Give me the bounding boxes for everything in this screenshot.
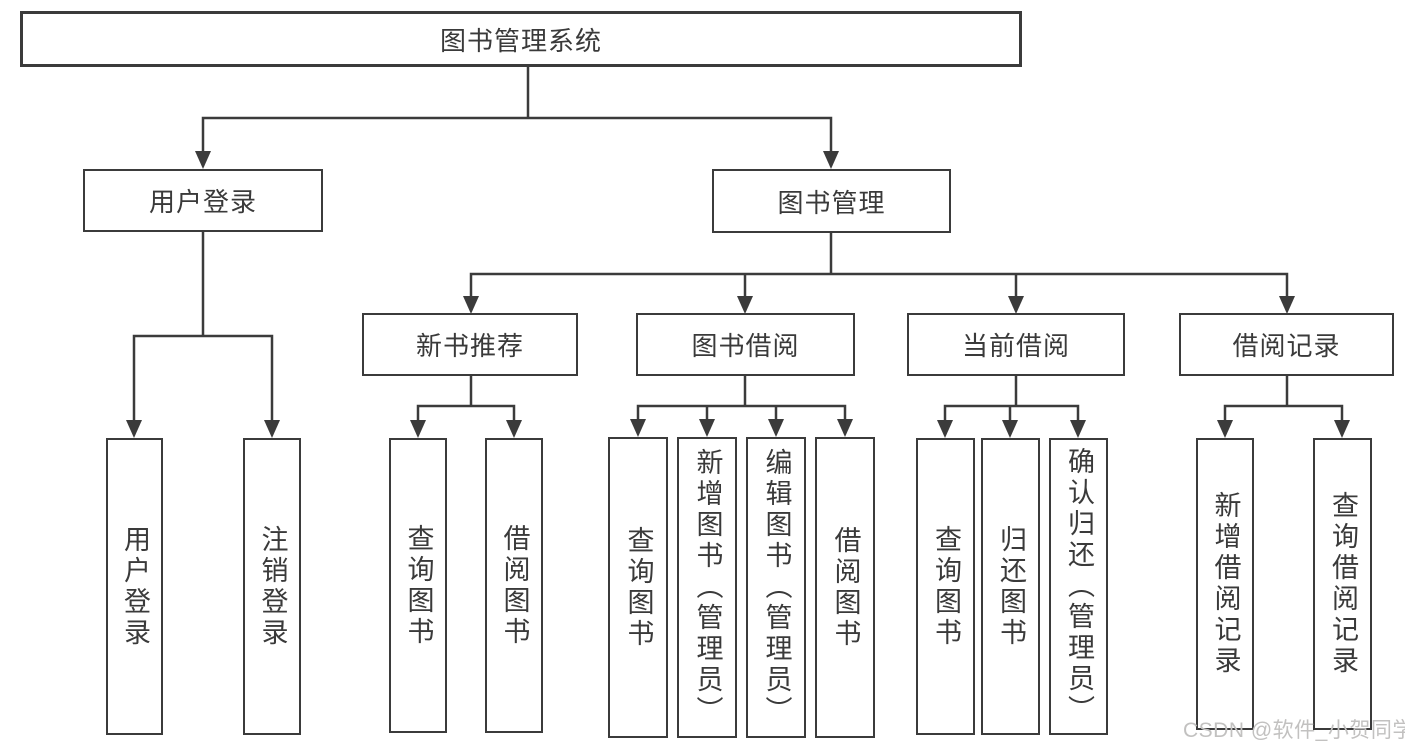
csdn-watermark: CSDN @软件_小贺同学 <box>1183 719 1405 742</box>
node-user-login-label: 用户登录 <box>148 187 257 217</box>
node-add-book-admin-label: 新增图书（管理员） <box>692 448 723 727</box>
node-edit-book-admin: 编辑图书（管理员） <box>746 437 806 738</box>
node-borrow-records-label: 借阅记录 <box>1232 331 1341 361</box>
node-current-borrow-label: 当前借阅 <box>961 331 1070 361</box>
node-query-borrow-record: 查询借阅记录 <box>1313 438 1372 730</box>
node-confirm-return-admin-label: 确认归还（管理员） <box>1064 447 1094 726</box>
node-query-books-current: 查询图书 <box>916 438 975 735</box>
node-new-book-recommend-label: 新书推荐 <box>415 331 524 361</box>
node-borrow-records: 借阅记录 <box>1179 313 1394 376</box>
node-book-borrow: 图书借阅 <box>636 313 855 376</box>
connector-borrow-records-children <box>1223 374 1344 426</box>
node-edit-book-admin-label: 编辑图书（管理员） <box>761 448 792 727</box>
node-current-borrow: 当前借阅 <box>907 313 1125 376</box>
node-book-management-label: 图书管理 <box>777 187 886 218</box>
node-return-books-label: 归还图书 <box>996 524 1026 649</box>
connector-book-management-children <box>469 230 1289 302</box>
node-add-borrow-record: 新增借阅记录 <box>1196 438 1254 730</box>
node-confirm-return-admin: 确认归还（管理员） <box>1049 438 1108 735</box>
node-new-book-recommend: 新书推荐 <box>362 313 578 376</box>
node-query-books-recommend: 查询图书 <box>389 438 447 733</box>
node-query-books-recommend-label: 查询图书 <box>403 523 434 648</box>
node-add-borrow-record-label: 新增借阅记录 <box>1210 491 1241 677</box>
node-root: 图书管理系统 <box>20 11 1022 67</box>
connector-root-to-level2 <box>201 64 833 157</box>
node-book-management: 图书管理 <box>712 169 951 233</box>
node-root-label: 图书管理系统 <box>439 25 602 56</box>
connector-user-login-children <box>132 229 274 426</box>
connector-current-borrow-children <box>943 374 1080 426</box>
node-query-borrow-record-label: 查询借阅记录 <box>1328 491 1358 677</box>
node-add-book-admin: 新增图书（管理员） <box>677 437 737 738</box>
node-borrow-books-recommend: 借阅图书 <box>485 438 543 733</box>
node-logout: 注销登录 <box>243 438 301 735</box>
node-user-login-leaf-label: 用户登录 <box>120 524 150 649</box>
node-logout-label: 注销登录 <box>257 524 288 649</box>
node-query-books-borrow: 查询图书 <box>608 437 668 738</box>
node-query-books-borrow-label: 查询图书 <box>623 525 654 650</box>
node-user-login: 用户登录 <box>83 169 323 232</box>
node-book-borrow-label: 图书借阅 <box>691 331 800 361</box>
node-borrow-books-borrow: 借阅图书 <box>815 437 875 738</box>
connector-new-book-recommend-children <box>416 374 516 426</box>
node-user-login-leaf: 用户登录 <box>106 438 163 735</box>
node-return-books: 归还图书 <box>981 438 1040 735</box>
node-borrow-books-recommend-label: 借阅图书 <box>499 523 530 648</box>
node-query-books-current-label: 查询图书 <box>931 524 961 649</box>
connector-book-borrow-children <box>636 374 847 425</box>
arrowheads <box>126 151 1350 438</box>
node-borrow-books-borrow-label: 借阅图书 <box>830 525 861 650</box>
